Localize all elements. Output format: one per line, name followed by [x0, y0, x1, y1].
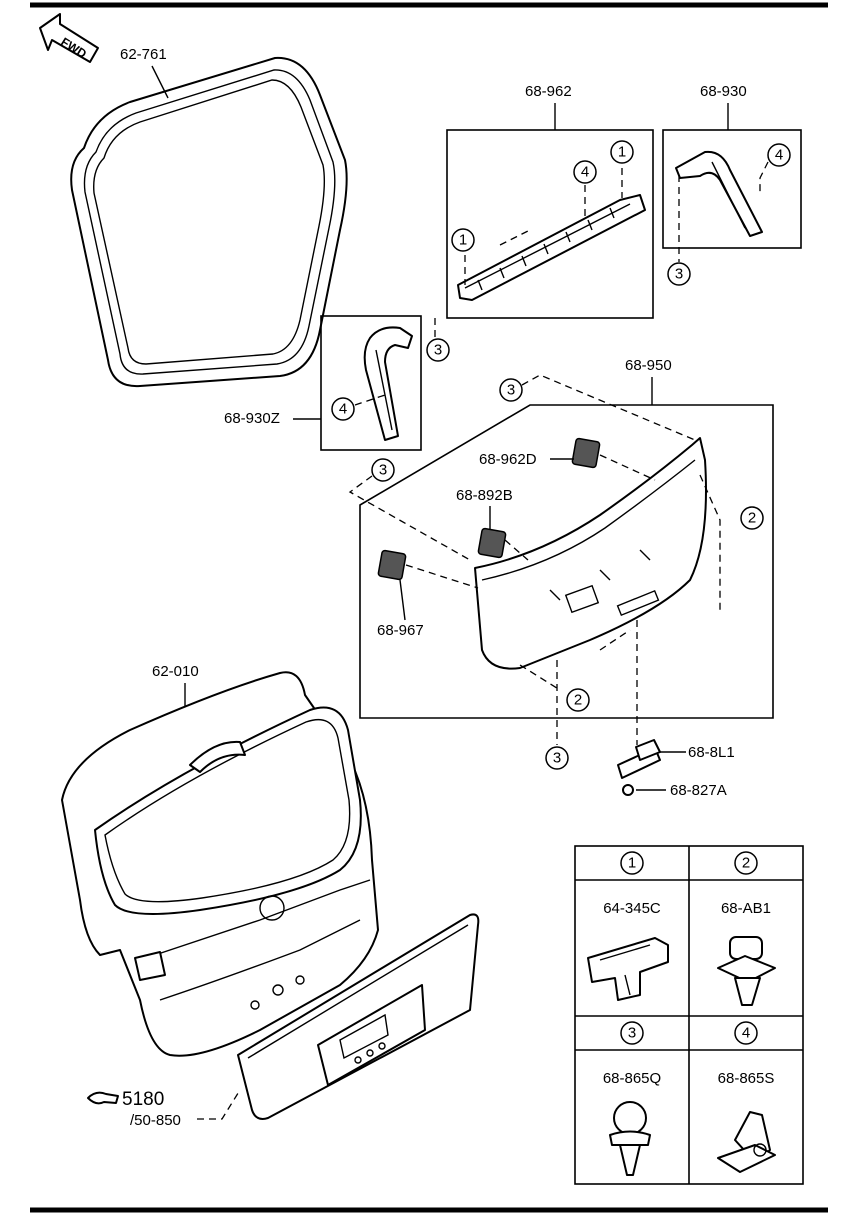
callout-4-upper — [573, 160, 597, 184]
callout-3-text: 3 — [507, 382, 515, 399]
screw-icon — [622, 784, 634, 796]
cover-d-label: 68-962D — [479, 451, 537, 468]
side-trim-r-box — [662, 129, 802, 249]
callout-3-text: 3 — [553, 750, 561, 767]
reference-pointer-icon — [87, 1091, 119, 1105]
side-trim-l-part — [363, 326, 413, 441]
garnish-sub-label: /50-850 — [130, 1112, 181, 1129]
weatherstrip-label: 62-761 — [120, 46, 167, 63]
cover-967-grille — [377, 549, 407, 581]
clip-3-icon — [609, 1101, 651, 1176]
callout-4-side-r — [767, 143, 791, 167]
callout-3-lower-top — [499, 378, 523, 402]
fastener-legend: 1 2 3 4 64-345C 68-AB1 68-865Q 68-865S — [574, 845, 804, 1185]
cover-b-label: 68-892B — [456, 487, 513, 504]
callout-2-lower-right — [740, 506, 764, 530]
clip-4-icon — [717, 1111, 776, 1173]
callout-3-side-r — [667, 262, 691, 286]
garnish-part — [237, 913, 480, 1120]
cover-b-grille — [477, 527, 507, 559]
screw-label: 68-827A — [670, 782, 727, 799]
garnish-ref-label: 5180 — [122, 1089, 164, 1110]
liftgate-part — [61, 671, 379, 1057]
lower-trim-part — [474, 437, 707, 670]
callout-1-upper-left — [451, 228, 475, 252]
callout-3-text: 3 — [434, 342, 442, 359]
callout-4-text: 4 — [775, 147, 783, 164]
legend-part-3: 68-865Q — [603, 1070, 661, 1087]
callout-3-side-l — [426, 338, 450, 362]
handle-part — [617, 739, 661, 779]
cover-d-grille — [571, 437, 601, 469]
callout-2-text: 2 — [748, 510, 756, 527]
legend-callout-3 — [620, 1021, 644, 1045]
clip-1-icon — [587, 937, 669, 1001]
legend-part-1: 64-345C — [603, 900, 661, 917]
side-trim-r-label: 68-930 — [700, 83, 747, 100]
upper-trim-part — [457, 194, 646, 301]
side-trim-r-part — [675, 150, 763, 237]
legend-num-1: 1 — [628, 855, 636, 872]
lower-trim-label: 68-950 — [625, 357, 672, 374]
side-trim-l-label: 68-930Z — [224, 410, 280, 427]
legend-num-3: 3 — [628, 1025, 636, 1042]
liftgate-label: 62-010 — [152, 663, 199, 680]
callout-3-text: 3 — [675, 266, 683, 283]
handle-recess — [564, 584, 600, 614]
callout-3-lower-left — [371, 458, 395, 482]
callout-4-text: 4 — [339, 401, 347, 418]
clip-2-icon — [717, 936, 776, 1006]
side-trim-l-box — [320, 315, 422, 451]
lower-trim-box — [359, 404, 774, 719]
callout-3-lower-bottom — [545, 746, 569, 770]
callout-1-text: 1 — [618, 144, 626, 161]
upper-trim-label: 68-962 — [525, 83, 572, 100]
callout-4-side-l — [331, 397, 355, 421]
legend-num-2: 2 — [742, 855, 750, 872]
fwd-arrow-icon: FWD — [39, 13, 99, 63]
callout-3-text: 3 — [379, 462, 387, 479]
legend-num-4: 4 — [742, 1025, 750, 1042]
handle-label: 68-8L1 — [688, 744, 735, 761]
upper-trim-box — [446, 129, 654, 319]
legend-callout-2 — [734, 851, 758, 875]
callout-2-text: 2 — [574, 692, 582, 709]
callout-1-upper-right — [610, 140, 634, 164]
cover-967-label: 68-967 — [377, 622, 424, 639]
legend-part-2: 68-AB1 — [721, 900, 771, 917]
legend-callout-4 — [734, 1021, 758, 1045]
callout-4-text: 4 — [581, 164, 589, 181]
callout-2-lower-bottom — [566, 688, 590, 712]
legend-callout-1 — [620, 851, 644, 875]
legend-part-4: 68-865S — [718, 1070, 775, 1087]
callout-1-text: 1 — [459, 232, 467, 249]
weatherstrip-part — [70, 56, 348, 388]
pull-slot — [616, 589, 660, 617]
